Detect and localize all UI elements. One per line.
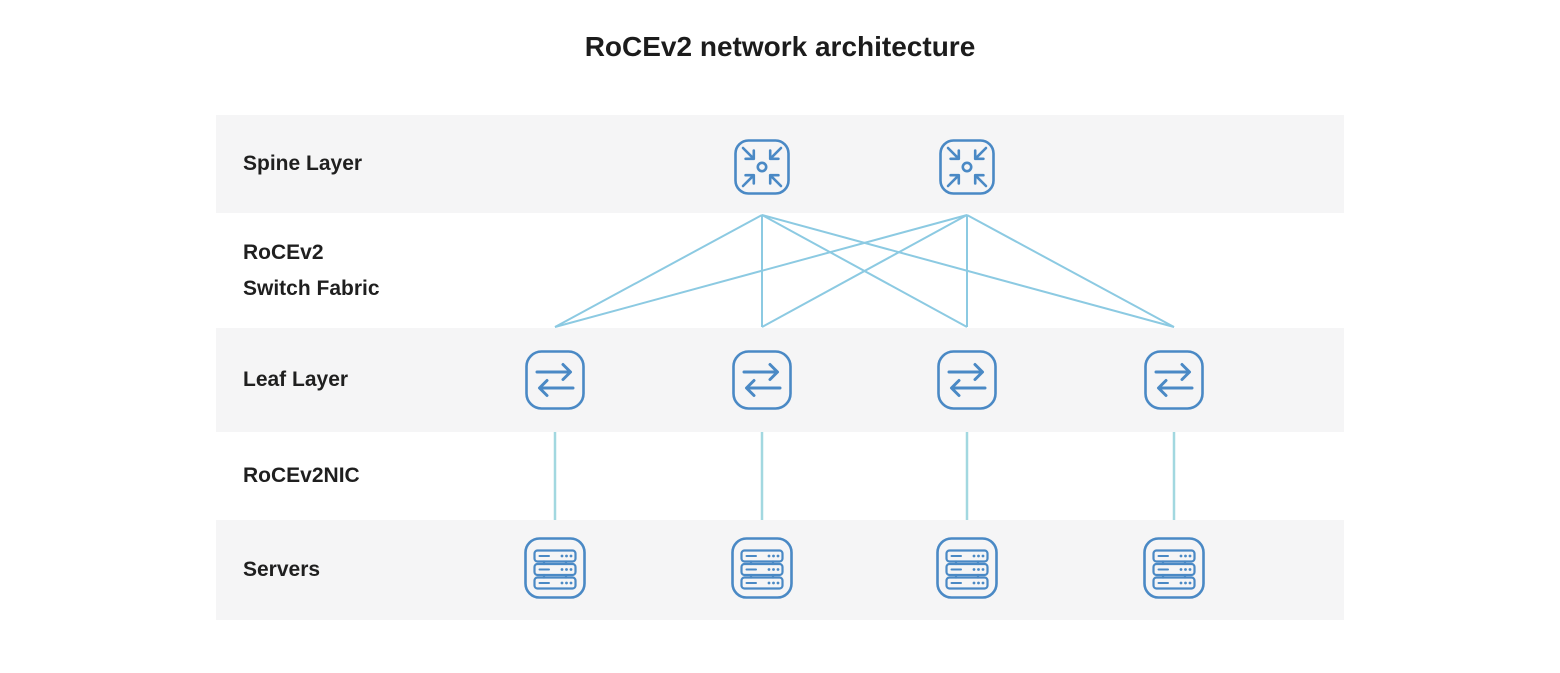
leaf-layer-band (216, 328, 1344, 432)
spine-layer-band (216, 115, 1344, 213)
switch-fabric-label-text: RoCEv2 Switch Fabric (243, 235, 380, 306)
fabric-link-s1-l1 (554, 214, 763, 328)
leaf-server-nic-links (553, 432, 1176, 520)
switch-fabric-label: RoCEv2 Switch Fabric (243, 213, 380, 328)
servers-label-text: Servers (243, 558, 321, 582)
spine-switch-icon (732, 137, 792, 197)
spine-switch-icon (937, 137, 997, 197)
fabric-link-s2-l2 (761, 214, 968, 328)
leaf-switch-icon (935, 348, 999, 412)
leaf-switch-icon (523, 348, 587, 412)
spine-switch-node-1 (732, 137, 792, 197)
leaf-switch-icon (1142, 348, 1206, 412)
rocev2nic-label: RoCEv2NIC (243, 432, 360, 520)
leaf-switch-icon (730, 348, 794, 412)
server-rack-icon (1141, 535, 1207, 601)
leaf-switch-node-4 (1142, 348, 1206, 412)
leaf-switch-node-2 (730, 348, 794, 412)
server-rack-icon (729, 535, 795, 601)
spine-layer-label: Spine Layer (243, 115, 362, 213)
server-rack-icon (934, 535, 1000, 601)
spine-switch-node-2 (937, 137, 997, 197)
fabric-link-s2-l1 (554, 214, 968, 328)
leaf-switch-node-1 (523, 348, 587, 412)
rocev2nic-label-text: RoCEv2NIC (243, 464, 360, 488)
leaf-layer-label: Leaf Layer (243, 328, 348, 432)
server-node-1 (522, 535, 588, 601)
server-node-4 (1141, 535, 1207, 601)
server-rack-icon (522, 535, 588, 601)
spine-leaf-fabric-links (554, 214, 1175, 328)
servers-label: Servers (243, 520, 320, 620)
switch-fabric-label-line2: Switch Fabric (243, 276, 380, 300)
servers-layer-band (216, 520, 1344, 620)
spine-layer-label-text: Spine Layer (243, 152, 363, 176)
leaf-switch-node-3 (935, 348, 999, 412)
fabric-link-s2-l4 (966, 214, 1175, 328)
server-node-2 (729, 535, 795, 601)
diagram-title: RoCEv2 network architecture (584, 31, 976, 62)
server-node-3 (934, 535, 1000, 601)
leaf-layer-label-text: Leaf Layer (243, 368, 349, 392)
switch-fabric-label-line1: RoCEv2 (243, 240, 324, 264)
